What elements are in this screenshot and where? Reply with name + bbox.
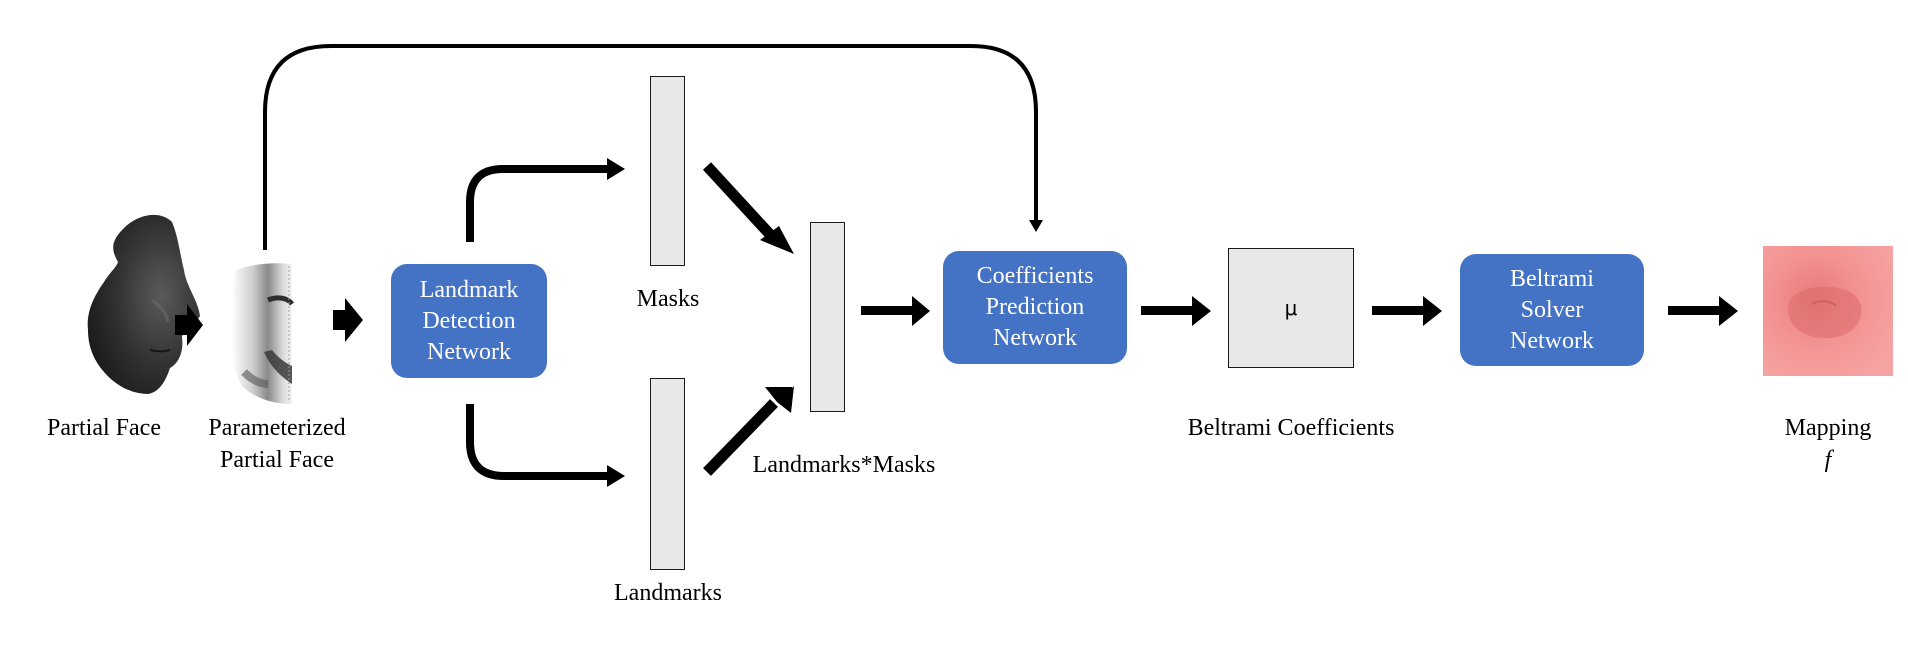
arrow-face-to-param: [175, 304, 203, 346]
arrow-mu-to-solver: [1372, 296, 1442, 326]
landmark-detection-line-3: Network: [427, 338, 511, 365]
masks-label: Masks: [636, 286, 700, 312]
beltrami-solver-line-1: Beltrami: [1510, 265, 1594, 292]
landmark-detection-line-1: Landmark: [419, 276, 519, 303]
arrow-combined-to-coefficients: [861, 296, 930, 326]
arrow-coefficients-to-mu: [1141, 296, 1211, 326]
skip-connection-arrowhead: [1029, 220, 1043, 232]
mapping-image: [1763, 246, 1893, 376]
parameterized-face-label-line-2: Partial Face: [220, 447, 334, 473]
mapping-symbol: f: [1824, 447, 1832, 473]
landmarks-masks-label: Landmarks*Masks: [752, 452, 936, 478]
masks-to-combined-arrow-line: [702, 162, 781, 245]
branch-to-landmarks-line: [466, 404, 609, 480]
mapping-label-line-1: Mapping: [1784, 415, 1872, 441]
parameterized-face-label-line-1: Parameterized: [208, 415, 346, 441]
branch-to-masks-arrowhead: [607, 158, 625, 180]
landmark-detection-line-2: Detection: [422, 307, 516, 334]
branch-to-masks-line: [466, 165, 609, 242]
landmarks-to-combined-arrowhead: [765, 386, 794, 413]
beltrami-coefficients-box: μ: [1228, 248, 1354, 368]
beltrami-solver-network: Beltrami Solver Network: [1460, 254, 1644, 366]
coefficients-prediction-line-2: Prediction: [985, 294, 1085, 320]
coefficients-prediction-line-3: Network: [993, 325, 1077, 351]
branch-to-landmarks-arrowhead: [607, 465, 625, 487]
combined-feature-bar: [810, 222, 845, 412]
coefficients-prediction-network: Coefficients Prediction Network: [943, 251, 1127, 364]
landmarks-to-combined-arrow-line: [703, 399, 778, 476]
beltrami-solver-line-3: Network: [1510, 327, 1594, 354]
coefficients-prediction-line-1: Coefficients: [976, 263, 1094, 289]
parameterized-face-image: [231, 263, 295, 404]
mapping-label: Mapping f: [1760, 412, 1896, 476]
skip-connection-line: [263, 44, 1038, 250]
masks-feature-bar: [650, 76, 685, 266]
arrow-solver-to-mapping: [1668, 296, 1738, 326]
masks-to-combined-arrowhead: [760, 226, 794, 254]
landmarks-label: Landmarks: [614, 580, 722, 606]
arrow-param-to-landmark: [333, 298, 363, 342]
partial-face-label: Partial Face: [47, 415, 161, 441]
partial-face-image: [87, 214, 200, 394]
beltrami-solver-line-2: Solver: [1520, 296, 1584, 323]
parameterized-face-label: Parameterized Partial Face: [186, 412, 368, 476]
beltrami-coefficients-label: Beltrami Coefficients: [1187, 415, 1395, 441]
mu-symbol: μ: [1284, 296, 1298, 320]
landmark-detection-network: Landmark Detection Network: [391, 264, 547, 378]
landmarks-feature-bar: [650, 378, 685, 570]
